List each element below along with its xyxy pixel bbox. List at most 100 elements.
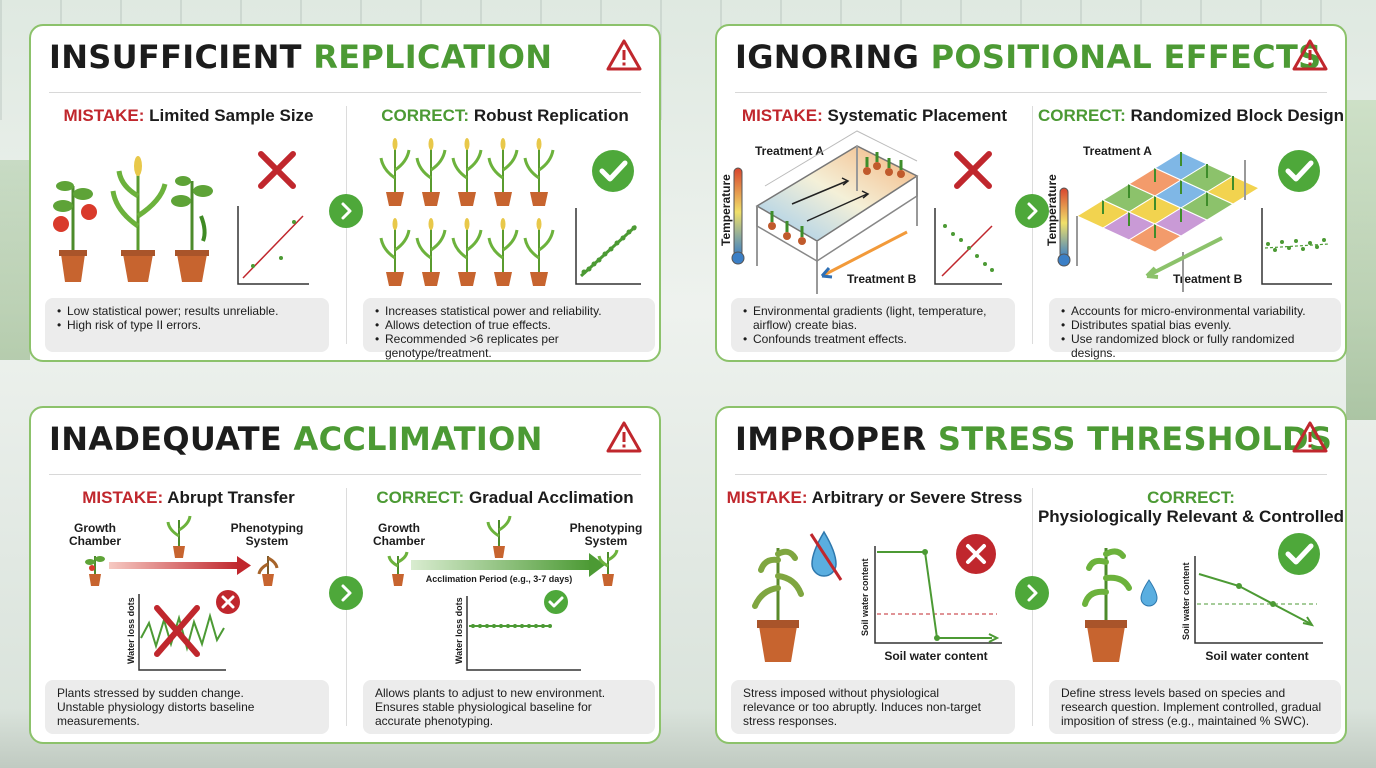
mistake-x-icon	[216, 590, 240, 614]
mistake-heading: MISTAKE: Limited Sample Size	[31, 106, 346, 126]
mistake-notes: Plants stressed by sudden change. Unstab…	[45, 680, 329, 734]
panel-title: IGNORING POSITIONAL EFFECTS	[735, 38, 1321, 76]
note-line: Increases statistical power and reliabil…	[375, 304, 643, 318]
growth-chamber-label: Growth	[378, 521, 420, 535]
y-axis-label: Soil water content	[860, 558, 870, 636]
note-line: measurements.	[57, 714, 140, 728]
note-line: Accounts for micro-environmental variabi…	[1061, 304, 1329, 318]
mistake-prefix: MISTAKE:	[726, 488, 808, 507]
note-line: stress responses.	[743, 714, 838, 728]
note-line: Allows detection of true effects.	[375, 318, 643, 332]
next-arrow-icon	[329, 194, 363, 228]
chart-point	[534, 624, 538, 628]
mistake-heading: MISTAKE: Systematic Placement	[717, 106, 1032, 126]
note-line: Stress imposed without physiological	[743, 686, 940, 700]
gradual-stress-chart	[1194, 556, 1323, 644]
corn-plant	[523, 138, 555, 206]
temperature-label: Temperature	[719, 174, 733, 246]
treatment-b-label: Treatment B	[847, 272, 917, 286]
corn-plant	[451, 218, 483, 286]
note-line: Unstable physiology distorts baseline	[57, 700, 255, 714]
panel-title: INADEQUATE ACCLIMATION	[49, 420, 543, 458]
thermometer-icon	[1057, 187, 1071, 267]
x-axis-label: Soil water content	[1205, 649, 1308, 663]
phenotyping-system-label: Phenotyping	[570, 521, 643, 535]
mistake-text: Systematic Placement	[827, 106, 1008, 125]
title-dark: IMPROPER	[735, 420, 927, 458]
warning-icon	[1292, 39, 1328, 71]
warning-icon	[606, 39, 642, 71]
title-dark: INSUFFICIENT	[49, 38, 302, 76]
mistake-text: Arbitrary or Severe Stress	[811, 488, 1023, 507]
chart-point	[527, 624, 531, 628]
mistake-x-icon	[954, 151, 992, 189]
note-line: Allows plants to adjust to new environme…	[375, 686, 606, 700]
corn-plant	[415, 138, 447, 206]
panel-insufficient-replication: INSUFFICIENT REPLICATION MISTAKE: Limite…	[29, 24, 661, 362]
note-line: Low statistical power; results unreliabl…	[57, 304, 317, 318]
corn-plant	[523, 218, 555, 286]
corn-plant	[451, 138, 483, 206]
mistake-notes: Stress imposed without physiological rel…	[731, 680, 1015, 734]
corn-plant	[487, 138, 519, 206]
water-drop-icon	[1140, 579, 1158, 607]
chart-point	[471, 624, 475, 628]
thermometer-icon	[731, 167, 745, 265]
correct-notes: Accounts for micro-environmental variabi…	[1049, 298, 1341, 360]
corn-plant	[415, 218, 447, 286]
correct-heading: CORRECT: Gradual Acclimation	[347, 488, 659, 508]
corn-plant	[379, 138, 411, 206]
correct-prefix: CORRECT:	[376, 488, 465, 507]
chart-point	[548, 624, 552, 628]
mistake-x-icon	[258, 151, 296, 189]
correct-prefix: CORRECT:	[381, 106, 470, 125]
mistake-prefix: MISTAKE:	[82, 488, 164, 507]
seedling-icon	[387, 551, 409, 586]
mistake-heading: MISTAKE: Arbitrary or Severe Stress	[717, 488, 1032, 508]
wilted-plant-icon	[257, 556, 279, 586]
title-dark: INADEQUATE	[49, 420, 283, 458]
plant-bench-left	[0, 160, 30, 360]
title-divider	[49, 474, 641, 475]
unbiased-scatter-chart	[1261, 208, 1332, 285]
correct-prefix: CORRECT:	[1147, 488, 1235, 507]
stress-illustration: Soil water content Soil water content So…	[752, 530, 1323, 663]
warning-icon	[606, 421, 642, 453]
seedling-icon	[166, 515, 192, 558]
note-line: Confounds treatment effects.	[743, 332, 1003, 346]
chart-point	[541, 624, 545, 628]
mistake-heading: MISTAKE: Abrupt Transfer	[31, 488, 346, 508]
mistake-prefix: MISTAKE:	[63, 106, 145, 125]
mistake-prefix: MISTAKE:	[741, 106, 823, 125]
next-arrow-icon	[1015, 194, 1049, 228]
correct-heading: CORRECT: Robust Replication	[347, 106, 659, 126]
correct-text: Physiologically Relevant & Controlled	[1037, 507, 1345, 526]
tomato-plant	[53, 181, 97, 282]
sparse-scatter-chart	[237, 206, 309, 285]
stable-chart	[466, 596, 581, 671]
noisy-chart	[138, 594, 226, 671]
positional-illustration: Treatment A Treatment B Temperature	[719, 130, 1332, 294]
note-line: Recommended >6 replicates per genotype/t…	[375, 332, 643, 360]
acclimation-illustration: Growth Chamber Phenotyping System	[69, 515, 643, 671]
correct-notes: Allows plants to adjust to new environme…	[363, 680, 655, 734]
panel-inadequate-acclimation: INADEQUATE ACCLIMATION MISTAKE: Abrupt T…	[29, 406, 661, 744]
note-line: relevance or too abruptly. Induces non-t…	[743, 700, 981, 714]
phenotyping-system-label: System	[585, 534, 628, 548]
gradient-arrow	[1145, 236, 1223, 279]
mistake-notes: Environmental gradients (light, temperat…	[731, 298, 1015, 352]
biased-scatter-chart	[934, 208, 1002, 285]
plant-bench-right	[1346, 100, 1376, 420]
wilted-plant-icon	[752, 548, 804, 662]
title-green: STRESS THRESHOLDS	[937, 420, 1333, 458]
mistake-x-icon	[956, 534, 996, 574]
note-line: imposition of stress (e.g., maintained %…	[1061, 714, 1310, 728]
correct-check-icon	[1278, 533, 1320, 575]
abrupt-transfer-arrow	[109, 556, 251, 575]
correct-heading: CORRECT: Physiologically Relevant & Cont…	[1033, 488, 1345, 526]
x-axis-label: Soil water content	[884, 649, 987, 663]
mistake-text: Limited Sample Size	[149, 106, 314, 125]
y-axis-label: Soil water content	[1181, 562, 1191, 640]
correct-text: Randomized Block Design	[1130, 106, 1345, 125]
replication-illustration	[53, 138, 641, 286]
